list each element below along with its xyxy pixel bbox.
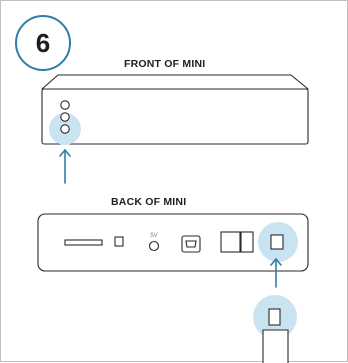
back-of-mini-label: BACK OF MINI — [111, 196, 187, 208]
front-of-mini-device — [41, 74, 309, 145]
front-port-holes — [60, 100, 70, 134]
front-hole-1 — [60, 100, 70, 110]
long-slot-port — [64, 239, 103, 246]
front-of-mini-label: FRONT OF MINI — [124, 58, 206, 70]
front-hole-3 — [60, 124, 70, 134]
hdmi-port-inner — [185, 240, 197, 248]
round-power-jack — [148, 240, 160, 252]
step-number: 6 — [35, 27, 51, 58]
ethernet-port — [220, 231, 241, 253]
front-arrow-up-icon — [59, 148, 71, 184]
front-hole-2 — [60, 112, 70, 122]
five-volt-label: 5V — [150, 233, 157, 239]
step-number-badge: 6 — [15, 15, 71, 71]
connector-housing — [262, 329, 289, 363]
back-ports — [64, 231, 284, 253]
target-port — [270, 234, 284, 250]
cable-connector-icon — [262, 308, 289, 363]
connector-plug — [268, 308, 281, 326]
small-square-port — [114, 236, 124, 247]
back-arrow-up-icon — [270, 257, 282, 288]
back-of-mini-device — [37, 213, 309, 272]
usb-port — [240, 231, 254, 253]
